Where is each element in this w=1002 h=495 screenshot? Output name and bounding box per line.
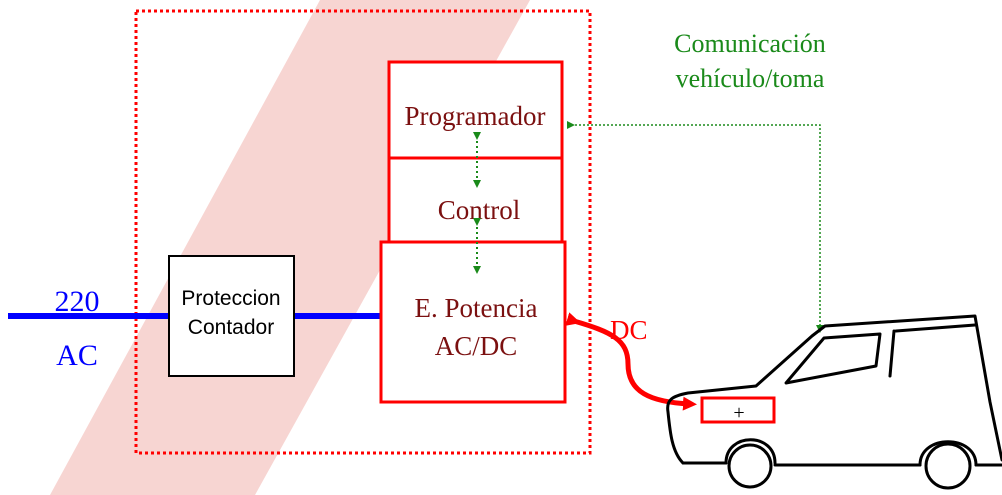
protection-box xyxy=(168,255,295,377)
charging-port xyxy=(700,396,776,424)
power-electronics-label: E. Potencia xyxy=(415,293,538,323)
charging-port-label: + xyxy=(733,402,744,424)
dc-label: DC xyxy=(610,315,648,345)
protection-label: Proteccion xyxy=(181,287,280,310)
meter-label: Contador xyxy=(188,316,274,339)
dc-arrow xyxy=(565,312,697,411)
ac-voltage-label: 220 xyxy=(55,285,100,318)
communication-link xyxy=(567,121,824,333)
car-outline xyxy=(666,314,1002,490)
ac-type-label: AC xyxy=(56,339,98,372)
power-electronics-type-label: AC/DC xyxy=(435,331,518,361)
communication-label: Comunicación xyxy=(674,29,826,58)
control-label: Control xyxy=(438,195,521,225)
communication-sublabel: vehículo/toma xyxy=(676,64,825,93)
programador-label: Programador xyxy=(405,101,546,131)
